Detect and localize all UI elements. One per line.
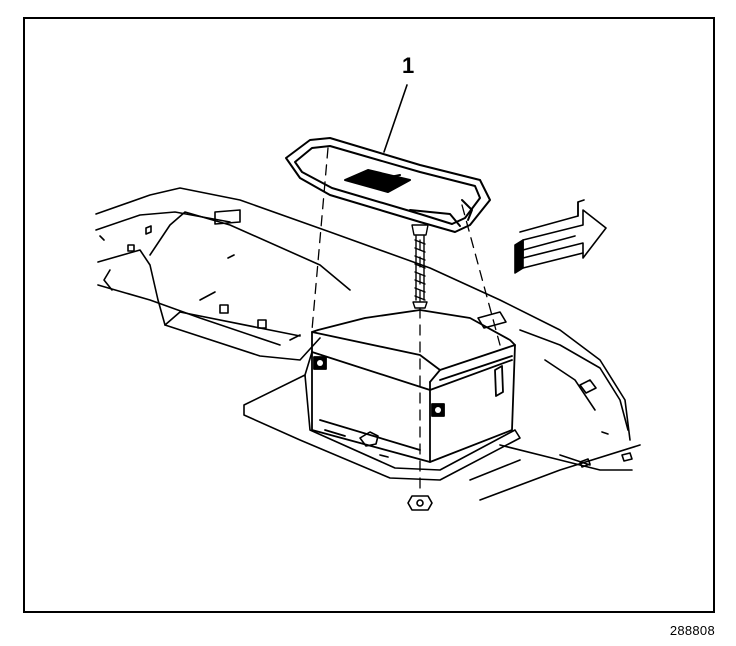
vehicle-body-panel [95, 187, 641, 501]
bolt-threads [414, 239, 426, 301]
hold-down-bolt [411, 224, 429, 309]
callout-1-leader [383, 84, 408, 153]
diagram-frame [23, 17, 715, 613]
callout-label-1: 1 [402, 53, 415, 78]
battery-hold-down-retainer [285, 137, 491, 233]
tray-anchor-nut [407, 495, 433, 511]
battery [311, 309, 516, 463]
figure-id: 288808 [669, 623, 715, 638]
battery-tray [243, 351, 521, 481]
direction-arrow-icon [514, 199, 607, 274]
